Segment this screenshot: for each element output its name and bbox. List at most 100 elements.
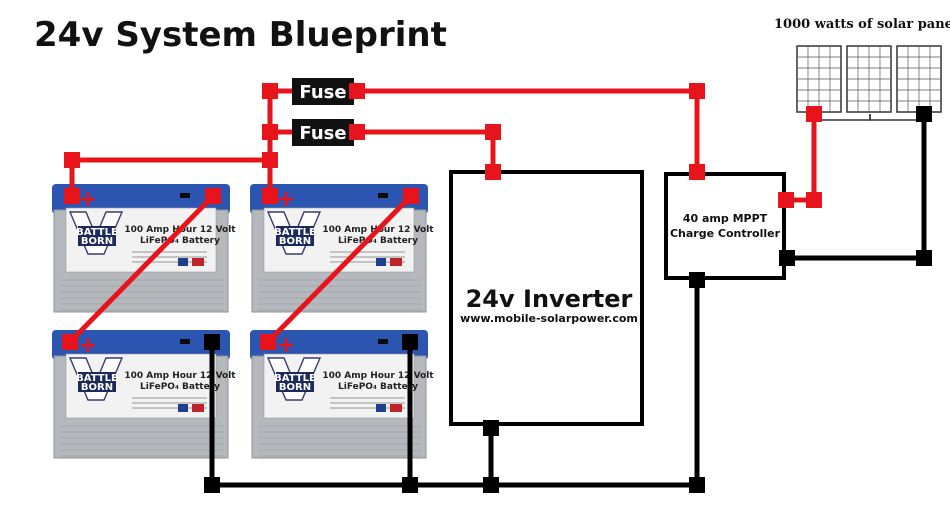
negative-terminal <box>483 477 499 493</box>
positive-terminal <box>262 124 278 140</box>
fuse-body <box>292 78 354 105</box>
charge-controller-box <box>664 172 786 280</box>
charge-controller-line2: Charge Controller <box>670 227 781 240</box>
positive-terminal-symbol: + <box>79 187 97 212</box>
battery-spec-line2: LiFePO₄ Battery <box>140 236 220 246</box>
battery-usa-badge <box>390 404 402 412</box>
positive-terminal <box>806 192 822 208</box>
inverter-url: www.mobile-solarpower.com <box>460 312 638 325</box>
positive-terminal <box>349 83 365 99</box>
series-jumper <box>266 194 413 344</box>
positive-terminal <box>806 106 822 122</box>
battery-flag <box>178 404 188 412</box>
battery-logo-badge <box>78 226 116 246</box>
positive-terminal <box>689 83 705 99</box>
negative-terminal <box>402 477 418 493</box>
battery-brand-line2: BORN <box>279 382 311 393</box>
positive-terminal <box>485 164 501 180</box>
inverter-label: 24v Inverter <box>466 285 633 313</box>
negative-terminal <box>916 250 932 266</box>
negative-terminal <box>402 334 418 350</box>
battery-usa-badge <box>390 258 402 266</box>
positive-wiring <box>68 88 817 344</box>
positive-terminal <box>778 192 794 208</box>
battery-logo-badge <box>276 372 314 392</box>
battery-logo-x <box>68 357 124 401</box>
battery-brand-line1: BATTLE <box>274 373 316 384</box>
battery-spec-line1: 100 Amp Hour 12 Volt <box>322 371 434 381</box>
battery-brand-line1: BATTLE <box>76 227 118 238</box>
battery-lid <box>52 330 230 360</box>
battery-flag <box>178 258 188 266</box>
battery-logo-x <box>266 211 322 255</box>
positive-terminal <box>62 334 78 350</box>
positive-terminal <box>262 188 278 204</box>
panel-series-link <box>819 114 871 121</box>
battery-usa-badge <box>192 404 204 412</box>
negative-terminal <box>483 420 499 436</box>
battery-brand-line1: BATTLE <box>76 373 118 384</box>
battery-spec-line2: LiFePO₄ Battery <box>338 236 418 246</box>
series-jumper <box>68 194 215 344</box>
solar-panel <box>796 45 842 113</box>
positive-terminal <box>260 334 276 350</box>
battery-vent <box>378 339 388 344</box>
battery-brand-line2: BORN <box>279 236 311 247</box>
panel-series-link <box>869 114 921 121</box>
negative-terminal <box>689 477 705 493</box>
battery-brand-line1: BATTLE <box>274 227 316 238</box>
fuse-body <box>292 119 354 146</box>
negative-terminal <box>204 477 220 493</box>
solar-panel <box>846 45 892 113</box>
battery-brand-line2: BORN <box>81 236 113 247</box>
battery-lid <box>52 184 230 214</box>
battery-lid <box>250 184 428 214</box>
page-title: 24v System Blueprint <box>34 15 447 55</box>
battery-spec-line2: LiFePO₄ Battery <box>338 382 418 392</box>
positive-terminal <box>262 83 278 99</box>
positive-terminal <box>403 188 419 204</box>
charge-controller: 40 amp MPPT Charge Controller <box>664 172 786 280</box>
battery-logo-x <box>266 357 322 401</box>
negative-terminal <box>779 250 795 266</box>
negative-terminal <box>204 334 220 350</box>
solar-caption: 1000 watts of solar panels <box>774 17 950 32</box>
fuse: Fuse <box>292 78 354 105</box>
charge-controller-line1: 40 amp MPPT <box>683 212 768 225</box>
positive-terminal-symbol: + <box>277 187 295 212</box>
positive-terminal <box>64 188 80 204</box>
positive-terminal-symbol: + <box>79 333 97 358</box>
fuse-label: Fuse <box>299 82 346 103</box>
positive-terminal <box>262 152 278 168</box>
battery-logo-x <box>68 211 124 255</box>
positive-terminal <box>205 188 221 204</box>
negative-terminal <box>916 106 932 122</box>
battery-spec-line1: 100 Amp Hour 12 Volt <box>124 371 236 381</box>
inverter-box <box>449 170 644 426</box>
battery-flag <box>376 258 386 266</box>
battery-lid <box>250 330 428 360</box>
positive-terminal <box>689 164 705 180</box>
fuse: Fuse <box>292 119 354 146</box>
battery-usa-badge <box>192 258 204 266</box>
battery-logo-badge <box>78 372 116 392</box>
connection-terminals <box>62 83 932 493</box>
battery-logo-badge <box>276 226 314 246</box>
negative-terminal <box>689 272 705 288</box>
battery-vent <box>378 193 388 198</box>
positive-terminal <box>485 124 501 140</box>
positive-terminal <box>64 152 80 168</box>
solar-panel <box>896 45 942 113</box>
battery-vent <box>180 339 190 344</box>
battery-spec-line2: LiFePO₄ Battery <box>140 382 220 392</box>
battery-flag <box>376 404 386 412</box>
fuse-label: Fuse <box>299 123 346 144</box>
inverter: 24v Inverter www.mobile-solarpower.com <box>449 170 644 426</box>
negative-wiring <box>209 114 927 488</box>
